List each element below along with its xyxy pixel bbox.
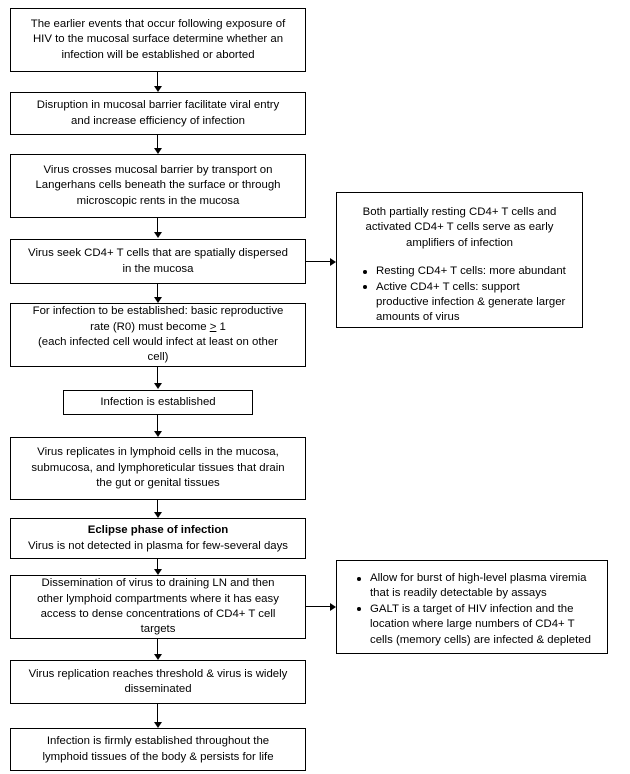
arrow-node8-to-node9-line xyxy=(157,559,159,569)
bullet-text-line: location where large numbers of CD4+ T xyxy=(370,618,575,631)
arrow-node3-to-node4-head xyxy=(153,232,162,238)
node-text-line: (each infected cell would infect at leas… xyxy=(38,336,278,348)
node-text-line: The earlier events that occur following … xyxy=(30,17,286,30)
arrow-node10-to-node11-line xyxy=(157,704,159,722)
viremia-galt-sidebox: Allow for burst of high-level plasma vir… xyxy=(336,560,608,654)
bullet-resting-cd4: Resting CD4+ T cells: more abundant xyxy=(361,264,576,279)
bullet-plasma-viremia: Allow for burst of high-level plasma vir… xyxy=(355,571,601,602)
node-text-line: microscopic rents in the mucosa xyxy=(76,194,240,207)
node-text-line: infection will be established or aborted xyxy=(61,48,255,61)
bullet-dot-icon xyxy=(357,607,361,612)
bullet-text-line: Active CD4+ T cells: support xyxy=(376,280,520,293)
node-text-line: targets xyxy=(140,623,176,636)
node-text-line: Infection is firmly established througho… xyxy=(46,735,270,748)
bullet-text-line: productive infection & generate larger xyxy=(376,296,566,309)
node-text-line: Disruption in mucosal barrier facilitate… xyxy=(36,99,280,112)
eclipse-phase-node: Eclipse phase of infection Virus is not … xyxy=(10,518,306,559)
node-text-line: Virus is not detected in plasma for few-… xyxy=(28,539,288,552)
sidebox-heading-line: Both partially resting CD4+ T cells and xyxy=(362,206,557,218)
node-text-line: Virus crosses mucosal barrier by transpo… xyxy=(43,163,273,176)
sidebox-bullet-list: Resting CD4+ T cells: more abundant Acti… xyxy=(343,264,576,326)
arrow-node7-to-node8-head xyxy=(153,512,162,518)
arrow-node4-to-node5-head xyxy=(153,297,162,303)
node-text-line: Virus replicates in lymphoid cells in th… xyxy=(37,446,279,459)
arrow-node4-to-sidebox1-head xyxy=(330,257,336,266)
bullet-dot-icon xyxy=(363,285,367,290)
sidebox-heading-line: amplifiers of infection xyxy=(406,236,513,249)
node-text-line: HIV to the mucosal surface determine whe… xyxy=(32,33,284,46)
arrow-node1-to-node2-line xyxy=(157,72,159,86)
early-events-node: The earlier events that occur following … xyxy=(10,8,306,72)
bullet-text-line: that is readily detectable by assays xyxy=(370,587,547,600)
node-text-line: other lymphoid compartments where it has… xyxy=(37,592,279,605)
arrow-node9-to-sidebox2-head xyxy=(330,602,336,611)
node-text-line: For infection to be established: basic r… xyxy=(32,305,284,318)
node-text-line: access to dense concentrations of CD4+ T… xyxy=(40,608,276,620)
sidebox-heading-line: activated CD4+ T cells serve as early xyxy=(365,221,554,234)
node-text-line: Virus replication reaches threshold & vi… xyxy=(28,667,288,680)
reproductive-rate-node: For infection to be established: basic r… xyxy=(10,303,306,367)
virus-replicates-lymphoid-node: Virus replicates in lymphoid cells in th… xyxy=(10,437,306,500)
bullet-text-line: Allow for burst of high-level plasma vir… xyxy=(370,572,587,584)
arrow-node8-to-node9-head xyxy=(153,569,162,575)
node-text-line: Dissemination of virus to draining LN an… xyxy=(41,577,275,590)
arrow-node4-to-sidebox1-line xyxy=(306,261,332,263)
node-text-line: the gut or genital tissues xyxy=(96,477,220,490)
bullet-dot-icon xyxy=(357,576,361,581)
arrow-node3-to-node4-line xyxy=(157,218,159,232)
arrow-node5-to-node6-head xyxy=(153,383,162,389)
node-text-line-bold: Eclipse phase of infection xyxy=(87,524,229,537)
arrow-node2-to-node3-head xyxy=(153,148,162,154)
arrow-node10-to-node11-head xyxy=(153,722,162,728)
infection-established-node: Infection is established xyxy=(63,390,253,415)
sidebox-bullet-list: Allow for burst of high-level plasma vir… xyxy=(343,571,601,648)
node-text-line: Infection is established xyxy=(100,395,216,408)
node-text-line: cell) xyxy=(147,351,169,364)
arrow-node9-to-node10-head xyxy=(153,654,162,660)
firmly-established-node: Infection is firmly established througho… xyxy=(10,728,306,771)
cd4-amplifiers-sidebox: Both partially resting CD4+ T cells and … xyxy=(336,192,583,328)
arrow-node9-to-node10-line xyxy=(157,639,159,654)
node-text-line: Langerhans cells beneath the surface or … xyxy=(35,179,281,192)
arrow-node5-to-node6-line xyxy=(157,367,159,383)
arrow-node6-to-node7-head xyxy=(153,431,162,437)
node-text-line: lymphoid tissues of the body & persists … xyxy=(42,750,274,763)
node-text-line: and increase efficiency of infection xyxy=(71,114,245,127)
arrow-node2-to-node3-line xyxy=(157,135,159,148)
arrow-node6-to-node7-line xyxy=(157,415,159,431)
bullet-text-line: Resting CD4+ T cells: more abundant xyxy=(376,265,566,278)
mucosal-disruption-node: Disruption in mucosal barrier facilitate… xyxy=(10,92,306,135)
bullet-dot-icon xyxy=(363,269,367,274)
virus-seeks-cd4-node: Virus seek CD4+ T cells that are spatial… xyxy=(10,239,306,284)
node-text-line: Virus seek CD4+ T cells that are spatial… xyxy=(28,247,288,260)
node-text-line: in the mucosa xyxy=(122,262,194,275)
arrow-node7-to-node8-line xyxy=(157,500,159,512)
arrow-node4-to-node5-line xyxy=(157,284,159,297)
arrow-node1-to-node2-head xyxy=(153,86,162,92)
dissemination-node: Dissemination of virus to draining LN an… xyxy=(10,575,306,639)
bullet-text-line: cells (memory cells) are infected & depl… xyxy=(370,633,591,646)
node-text-line: disseminated xyxy=(124,683,192,695)
bullet-galt-target: GALT is a target of HIV infection and th… xyxy=(355,602,601,648)
bullet-text-line: GALT is a target of HIV infection and th… xyxy=(370,602,574,615)
replication-threshold-node: Virus replication reaches threshold & vi… xyxy=(10,660,306,704)
arrow-node9-to-sidebox2-line xyxy=(306,606,332,608)
node-text-line: submucosa, and lymphoreticular tissues t… xyxy=(31,461,285,474)
bullet-text-line: amounts of virus xyxy=(376,311,460,324)
bullet-active-cd4: Active CD4+ T cells: support productive … xyxy=(361,280,576,326)
node-text-line: rate (R0) must become > 1 xyxy=(90,320,226,333)
virus-crosses-barrier-node: Virus crosses mucosal barrier by transpo… xyxy=(10,154,306,218)
greater-than-or-equal-glyph: > xyxy=(209,320,217,333)
sidebox-heading: Both partially resting CD4+ T cells and … xyxy=(343,205,576,251)
